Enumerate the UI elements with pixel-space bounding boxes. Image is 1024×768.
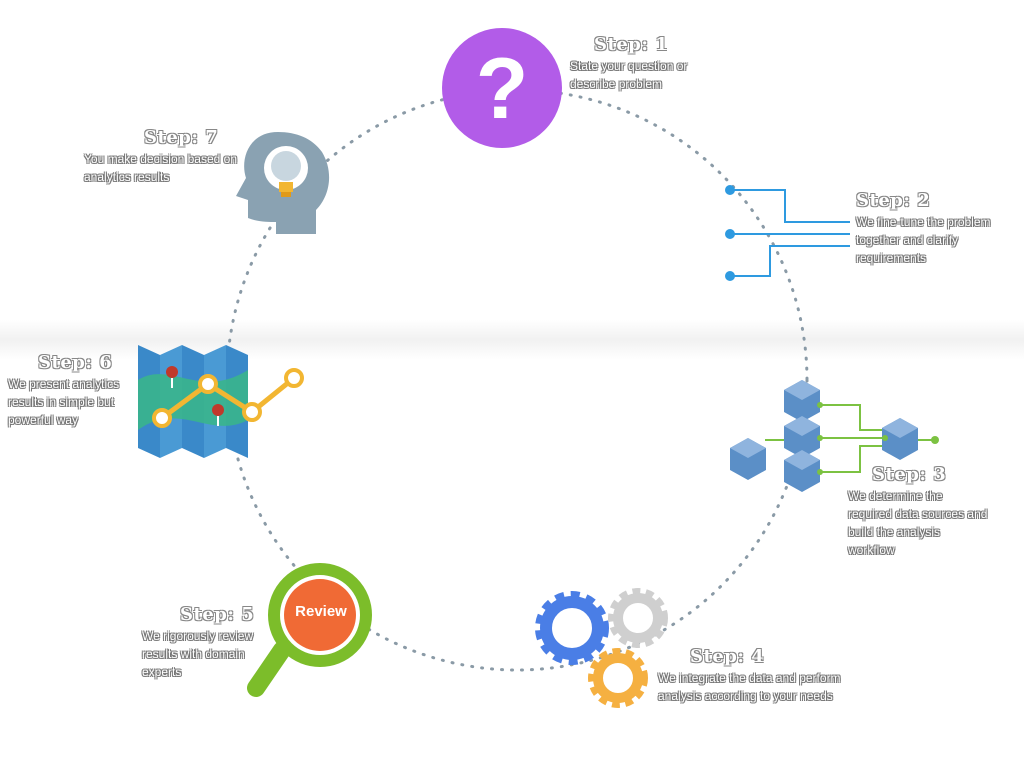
step-title: Step: 6: [38, 352, 113, 373]
step-description: We rigorously review results with domain…: [142, 629, 254, 679]
step-description: We determine the required data sources a…: [848, 489, 988, 557]
step-4: Step: 4 We integrate the data and perfor…: [658, 646, 843, 705]
step-description: We integrate the data and perform analys…: [658, 671, 841, 703]
cube: [730, 438, 766, 480]
map-pin-icon: [212, 404, 224, 426]
step-3: Step: 3 We determine the required data s…: [848, 464, 988, 559]
question-mark-icon: ?: [442, 28, 562, 148]
head-lightbulb-icon: [236, 132, 330, 234]
step-description: We fine-tune the problem together and cl…: [856, 215, 991, 265]
step-5: Step: 5 We rigorously review results wit…: [142, 604, 274, 681]
map-chart-icon: [138, 345, 304, 458]
step-title: Step: 7: [144, 127, 219, 148]
magnifier-review-icon: [247, 563, 372, 697]
cube: [784, 450, 820, 492]
step-title: Step: 2: [856, 190, 931, 211]
svg-text:?: ?: [476, 41, 529, 137]
review-label: Review: [295, 603, 347, 620]
cube: [784, 416, 820, 458]
gray-gear: [608, 588, 668, 648]
blue-gear: [535, 591, 609, 665]
step-6: Step: 6 We present analytics results in …: [8, 352, 136, 429]
orange-gear: [588, 648, 648, 708]
cube: [882, 418, 918, 460]
step-title: Step: 4: [690, 646, 765, 667]
step-description: State your question or describe problem: [570, 59, 688, 91]
step-2: Step: 2 We fine-tune the problem togethe…: [856, 190, 996, 267]
circuit-lines-icon: [725, 185, 850, 281]
gears-icon: [535, 588, 668, 708]
cube: [784, 380, 820, 422]
step-description: We present analytics results in simple b…: [8, 377, 120, 427]
cubes-workflow-icon: [730, 380, 939, 492]
map-pin-icon: [166, 366, 178, 388]
step-title: Step: 1: [594, 34, 669, 55]
step-7: Step: 7 You make decision based on analy…: [84, 127, 240, 186]
step-title: Step: 3: [872, 464, 947, 485]
step-description: You make decision based on analytics res…: [84, 152, 237, 184]
step-title: Step: 5: [180, 604, 255, 625]
step-1: Step: 1 State your question or describe …: [570, 34, 710, 93]
